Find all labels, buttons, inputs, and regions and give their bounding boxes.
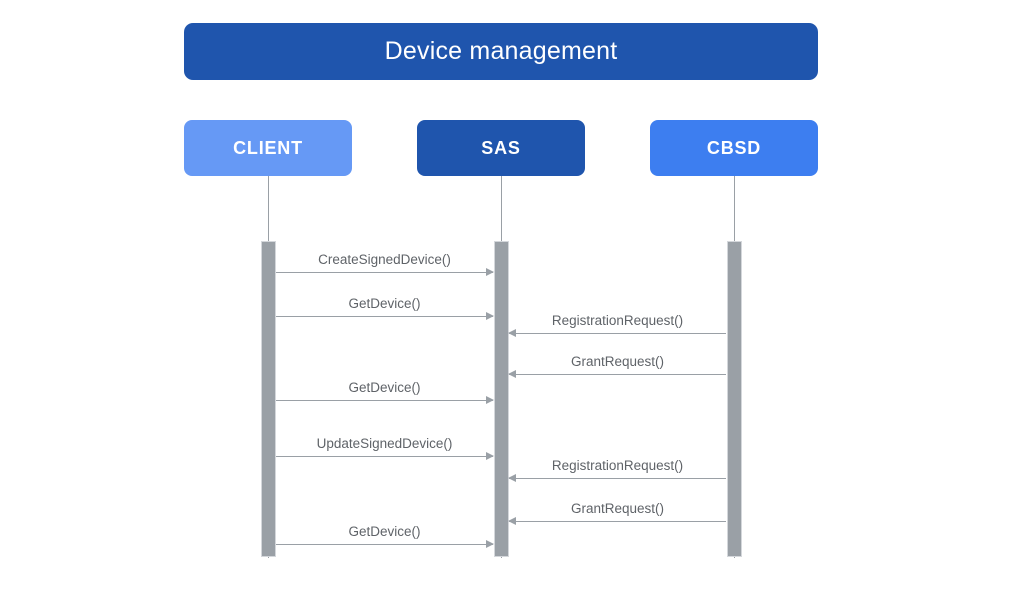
participant-label: CBSD <box>706 138 762 158</box>
message-line <box>509 333 726 334</box>
participant-client[interactable]: CLIENT <box>184 120 352 176</box>
message-label: GetDevice() <box>348 295 421 311</box>
participant-label: SAS <box>481 138 521 158</box>
message-arrow[interactable]: UpdateSignedDevice() <box>276 436 494 460</box>
arrowhead-left-icon <box>508 474 516 482</box>
message-arrow[interactable]: GetDevice() <box>276 524 494 548</box>
message-arrow[interactable]: RegistrationRequest() <box>508 313 726 337</box>
message-line <box>509 478 726 479</box>
participant-sas[interactable]: SAS <box>417 120 585 176</box>
arrowhead-right-icon <box>486 268 494 276</box>
arrowhead-left-icon <box>508 329 516 337</box>
message-arrow[interactable]: CreateSignedDevice() <box>276 252 494 276</box>
message-arrow[interactable]: GrantRequest() <box>508 501 726 525</box>
message-line <box>276 400 493 401</box>
message-label: RegistrationRequest() <box>551 457 684 473</box>
arrowhead-left-icon <box>508 370 516 378</box>
activation-bar-cbsd <box>727 241 742 557</box>
arrowhead-right-icon <box>486 312 494 320</box>
message-label: GetDevice() <box>348 379 421 395</box>
activation-bar-sas <box>494 241 509 557</box>
message-line <box>276 456 493 457</box>
diagram-title: Device management <box>384 37 618 65</box>
participant-cbsd[interactable]: CBSD <box>650 120 818 176</box>
message-label: GetDevice() <box>348 523 421 539</box>
arrowhead-left-icon <box>508 517 516 525</box>
participant-label: CLIENT <box>233 138 303 158</box>
message-label: UpdateSignedDevice() <box>316 435 453 451</box>
arrowhead-right-icon <box>486 396 494 404</box>
diagram-title-bar: Device management <box>184 23 818 80</box>
arrowhead-right-icon <box>486 452 494 460</box>
message-arrow[interactable]: GrantRequest() <box>508 354 726 378</box>
message-label: GrantRequest() <box>570 353 665 369</box>
arrowhead-right-icon <box>486 540 494 548</box>
message-label: RegistrationRequest() <box>551 312 684 328</box>
message-line <box>276 544 493 545</box>
activation-bar-client <box>261 241 276 557</box>
message-arrow[interactable]: GetDevice() <box>276 296 494 320</box>
message-line <box>276 272 493 273</box>
message-line <box>509 521 726 522</box>
message-label: GrantRequest() <box>570 500 665 516</box>
message-label: CreateSignedDevice() <box>318 251 451 267</box>
message-line <box>276 316 493 317</box>
message-arrow[interactable]: RegistrationRequest() <box>508 458 726 482</box>
message-line <box>509 374 726 375</box>
message-arrow[interactable]: GetDevice() <box>276 380 494 404</box>
